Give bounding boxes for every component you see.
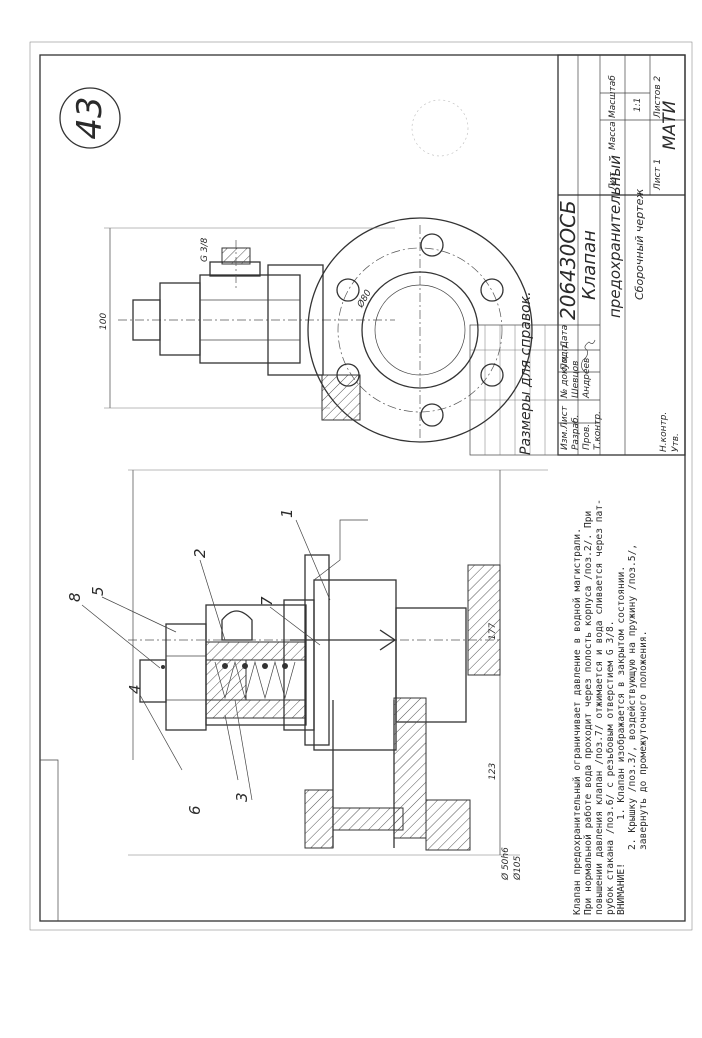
- tb-row-developer-role: Разраб.: [571, 415, 581, 450]
- tb-row-header-name: № докум.: [560, 354, 570, 399]
- title-block: 206430ОСБ Клапан предохранительный Сборо…: [469, 54, 686, 456]
- sheets-label: Листов 2: [653, 76, 663, 119]
- sheet-number: 43: [70, 96, 110, 139]
- filing-stub: [40, 759, 59, 921]
- attention-item-3: завернуть до промежуточного положения.: [638, 631, 649, 851]
- note-line-1: Клапан предохранительный ограничивает да…: [571, 528, 583, 915]
- dim-side-height: 100: [99, 313, 109, 330]
- tb-row-header-sign: Подп.: [560, 343, 570, 370]
- attention-item-2: 2. Крышку /поз.3/, воздействующую на пру…: [626, 544, 638, 850]
- tb-row-tcontrol-role: Т.контр.: [593, 411, 603, 450]
- part-subtitle: предохранительный: [606, 155, 624, 318]
- sheet-label: Лист 1: [653, 159, 663, 191]
- note-line-2: При нормальной работе вода проходит чере…: [582, 511, 594, 915]
- note-line-3: повышении давления клапан /поз.7/ отжима…: [594, 499, 605, 915]
- attention-label: ВНИМАНИЕ!: [616, 863, 627, 915]
- signature-rows: Изм.Лист № докум. Подп. Дата Разраб. Шев…: [560, 325, 681, 452]
- pos-label-3: 3: [233, 792, 251, 802]
- part-title: Клапан: [579, 230, 600, 300]
- tb-row-checker-role: Пров.: [582, 424, 592, 450]
- tb-row-header-date: Дата: [560, 325, 570, 349]
- signature-scribble: [581, 339, 596, 373]
- pos-label-1: 1: [278, 508, 296, 518]
- sheet-frame: [39, 54, 686, 922]
- header-scale: Масштаб: [608, 75, 618, 118]
- faint-stamp: [411, 99, 469, 157]
- pos-label-7: 7: [258, 596, 276, 606]
- pos-label-5: 5: [89, 586, 107, 596]
- tb-row-ncontrol-role: Н.контр.: [659, 412, 669, 452]
- reference-note: Размеры для справок.: [518, 291, 534, 455]
- technical-notes: Клапан предохранительный ограничивает да…: [571, 499, 649, 915]
- note-line-4: рубок стакана /поз.6/ с резьбовым отверс…: [604, 620, 616, 915]
- header-mass: Масса: [608, 121, 618, 150]
- organization: МАТИ: [660, 100, 680, 150]
- pos-label-2: 2: [191, 548, 209, 558]
- tb-row-approve-role: Утв.: [671, 433, 681, 452]
- attention-item-1: 1. Клапан изображается в закрытом состоя…: [615, 566, 627, 820]
- pos-label-6: 6: [186, 805, 204, 815]
- dim-lower-height: 123: [488, 763, 498, 780]
- side-view: 100 G 3/8 Ø80 Размеры для справок.: [99, 217, 534, 455]
- tb-row-header-role: Изм.Лист: [560, 405, 570, 450]
- sheet-number-badge: 43: [59, 87, 121, 149]
- sheet-outer-border: [29, 41, 693, 931]
- pos-label-4: 4: [126, 684, 144, 694]
- document-type: Сборочный чертеж: [633, 189, 646, 300]
- dim-flange-dia-1: Ø105: [512, 855, 523, 881]
- dim-thread: G 3/8: [200, 237, 210, 262]
- doc-code: 206430ОСБ: [556, 200, 580, 320]
- tb-row-developer-name: Шевцов: [571, 361, 581, 398]
- tb-row-checker-name: Андреев: [582, 358, 592, 399]
- dim-flange-dia-2: Ø 50h6: [500, 847, 511, 881]
- pos-label-8: 8: [66, 592, 84, 602]
- header-lit: Лит: [608, 171, 618, 191]
- front-section-view: 177 123 Ø105 Ø 50h6: [66, 469, 548, 881]
- scale-value: 1:1: [633, 98, 643, 112]
